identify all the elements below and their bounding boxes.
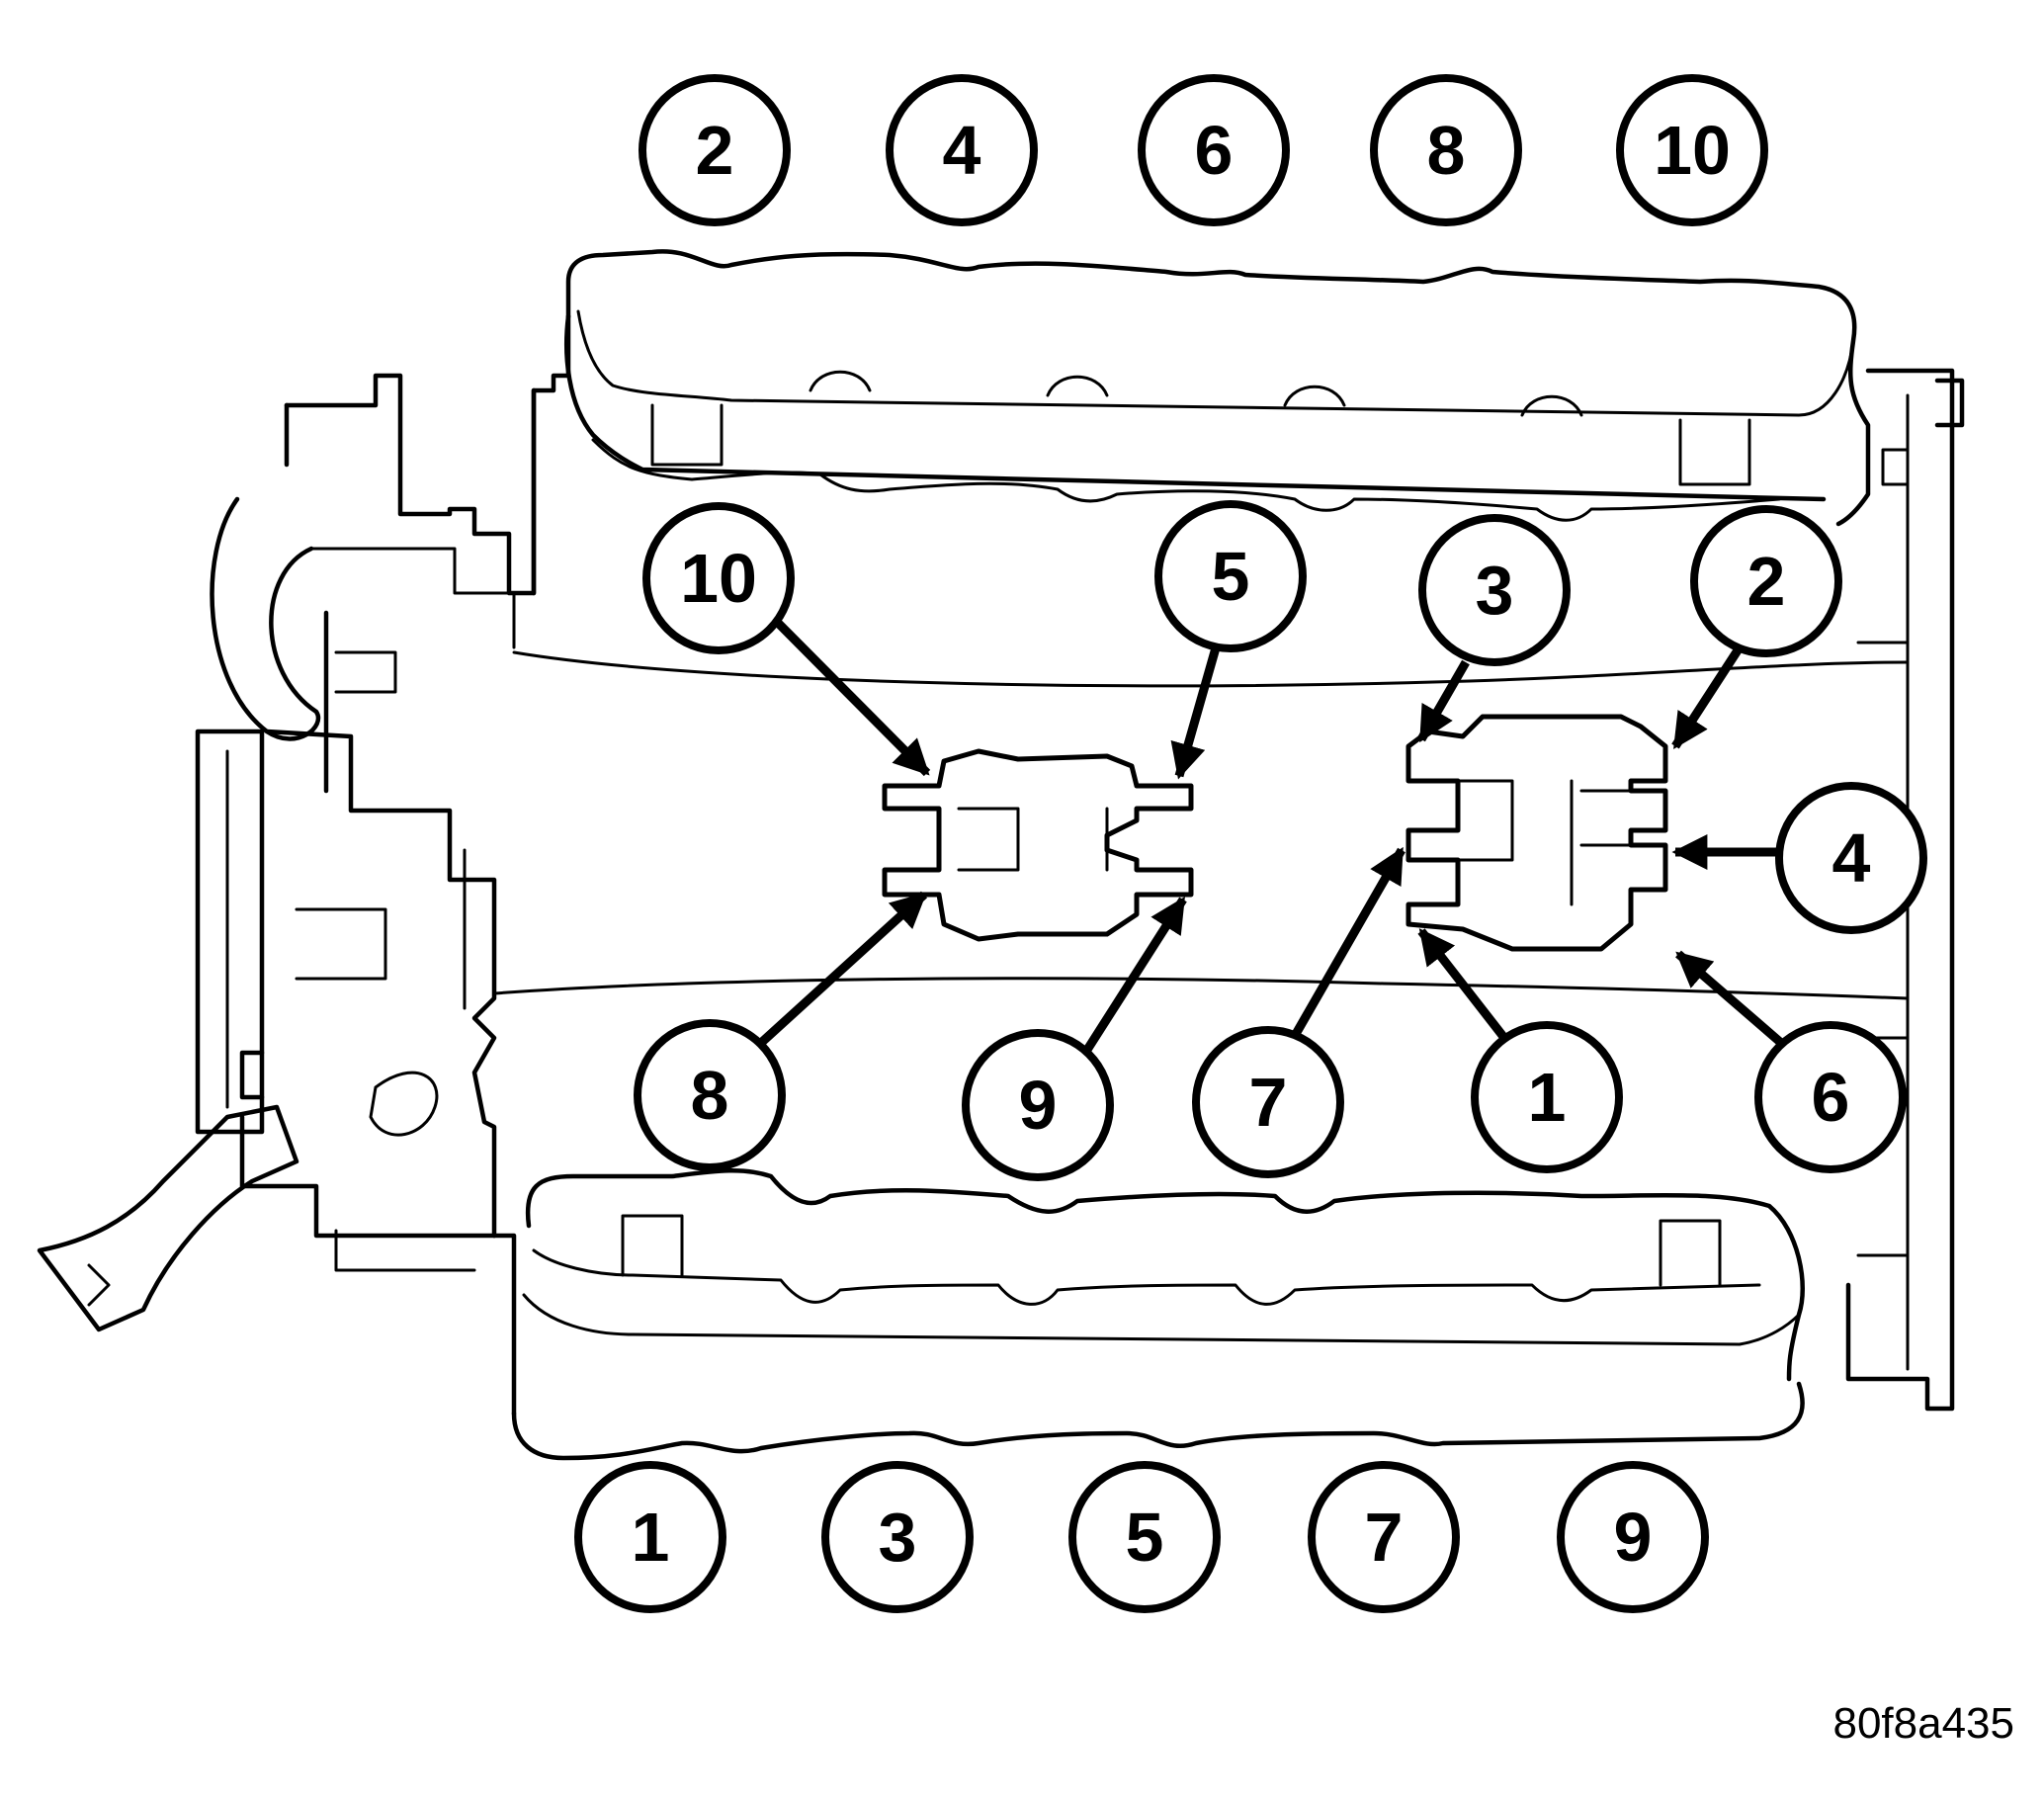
arrow-10 <box>772 617 931 777</box>
left-bracket <box>882 748 1194 942</box>
arrow-5 <box>1170 636 1224 780</box>
sequence-callout-1: 1 <box>1471 1021 1623 1173</box>
callout-label: 1 <box>632 1499 670 1576</box>
figure-code: 80f8a435 <box>1832 1699 2014 1748</box>
sequence-callout-9: 9 <box>962 1029 1114 1181</box>
callout-label: 8 <box>691 1057 729 1134</box>
top-cylinder-callout: 10 <box>1616 74 1768 226</box>
callout-label: 6 <box>1812 1059 1850 1136</box>
sequence-callout-7: 7 <box>1192 1026 1344 1178</box>
sequence-callout-4: 4 <box>1775 782 1927 934</box>
top-cylinder-callout: 6 <box>1138 74 1290 226</box>
top-cylinder-callout: 8 <box>1370 74 1522 226</box>
callout-label: 3 <box>1476 552 1514 629</box>
left-bracket-callouts: 10 5 8 9 <box>634 500 1307 1181</box>
bottom-cylinder-callout: 1 <box>574 1461 726 1613</box>
arrow-8 <box>757 891 928 1047</box>
sequence-callout-6: 6 <box>1754 1021 1907 1173</box>
callout-label: 7 <box>1365 1499 1404 1576</box>
sequence-callout-5: 5 <box>1154 500 1307 652</box>
arrow-9 <box>1083 896 1187 1053</box>
bottom-cylinder-callout: 7 <box>1308 1461 1460 1613</box>
top-cylinder-callout: 2 <box>639 74 791 226</box>
callout-label: 2 <box>1747 543 1786 620</box>
arrow-1 <box>1417 928 1508 1041</box>
bottom-valve-cover <box>511 1168 1805 1461</box>
callout-label: 5 <box>1126 1499 1164 1576</box>
callout-label: 9 <box>1019 1067 1058 1144</box>
sequence-callout-2: 2 <box>1690 505 1842 657</box>
callout-label: 8 <box>1427 112 1466 189</box>
callout-label: 10 <box>1654 112 1731 189</box>
callout-label: 4 <box>1832 819 1871 897</box>
bottom-cylinder-callout: 9 <box>1557 1461 1709 1613</box>
callout-label: 10 <box>680 540 757 617</box>
right-bracket-callouts: 3 2 7 4 1 6 <box>1192 505 1927 1178</box>
arrow-7 <box>1284 846 1405 1051</box>
bottom-bank-labels: 1 3 5 7 9 <box>574 1461 1709 1613</box>
engine-block <box>37 313 1965 1416</box>
right-bracket <box>1405 714 1668 952</box>
sequence-callout-3: 3 <box>1418 514 1571 666</box>
callout-label: 9 <box>1614 1499 1653 1576</box>
sequence-callout-8: 8 <box>634 1019 786 1171</box>
callout-label: 6 <box>1195 112 1234 189</box>
arrows <box>757 617 1784 1053</box>
sequence-callout-10: 10 <box>642 502 795 654</box>
top-bank-labels: 2 4 6 8 10 <box>639 74 1768 226</box>
callout-label: 1 <box>1528 1059 1567 1136</box>
top-cylinder-callout: 4 <box>886 74 1038 226</box>
bottom-cylinder-callout: 5 <box>1068 1461 1221 1613</box>
arrow-3 <box>1417 659 1470 743</box>
callout-label: 5 <box>1212 538 1250 615</box>
top-valve-cover <box>564 249 1871 527</box>
callout-label: 2 <box>696 112 734 189</box>
arrow-2 <box>1671 647 1742 750</box>
bottom-cylinder-callout: 3 <box>821 1461 974 1613</box>
callout-label: 3 <box>879 1499 917 1576</box>
callout-label: 7 <box>1249 1064 1288 1141</box>
arrow-6 <box>1675 950 1784 1047</box>
callout-label: 4 <box>943 112 981 189</box>
